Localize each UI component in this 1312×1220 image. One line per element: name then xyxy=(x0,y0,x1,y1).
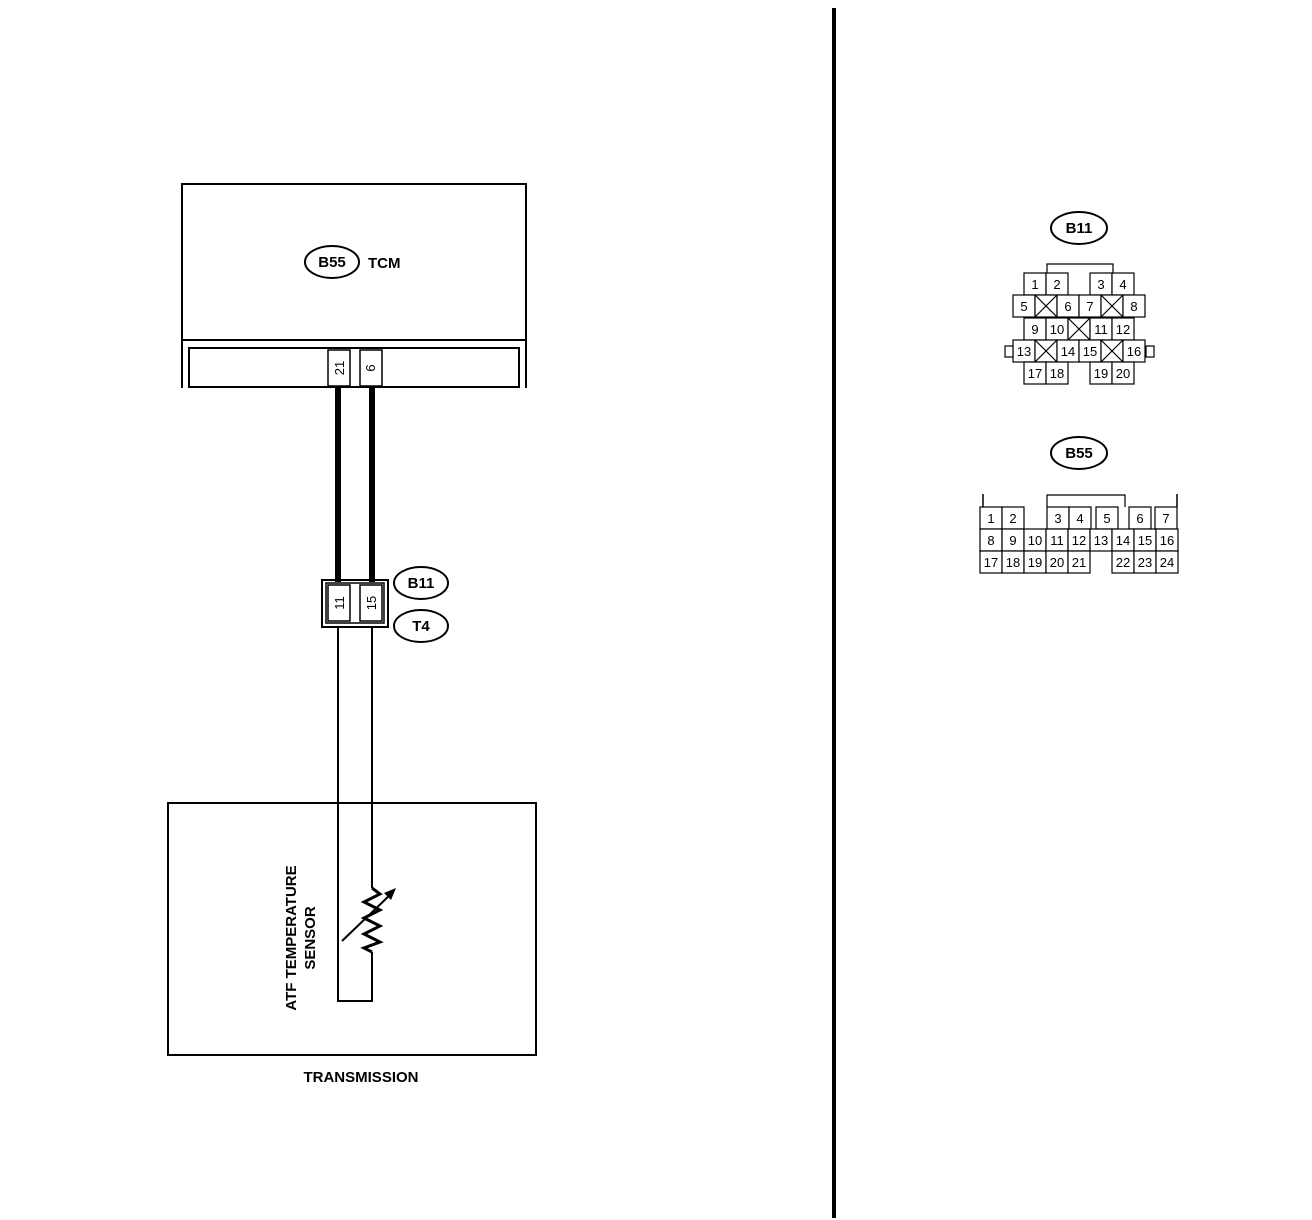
b55-face-pin-18: 18 xyxy=(1006,555,1020,570)
tcm-pin-9-cell xyxy=(359,349,383,387)
b55-face-pin-19: 19 xyxy=(1028,555,1042,570)
sensor-label-line2: SENSOR xyxy=(302,906,319,970)
b55-face-pin-24-cell xyxy=(1155,550,1179,574)
tcm-pin-21: 21 xyxy=(332,361,347,375)
b11-face-pin-2: 2 xyxy=(1053,277,1060,292)
b11-tag-text: B11 xyxy=(408,575,435,592)
b11-face-pin-18: 18 xyxy=(1050,366,1064,381)
b55-face-tag-text: B55 xyxy=(1065,445,1093,462)
b55-face-pin-17: 17 xyxy=(984,555,998,570)
b11-face-pin-6: 6 xyxy=(1064,299,1071,314)
harness-connector: 11 15 B11 T4 xyxy=(321,566,449,643)
b55-face-pin-12: 12 xyxy=(1072,533,1086,548)
t4-tag-text: T4 xyxy=(412,618,430,635)
thermistor-arrow-head xyxy=(384,888,396,900)
b11-face-pin-8-cell xyxy=(1122,294,1146,318)
b11-face-pin-18-cell xyxy=(1045,361,1069,385)
b11-face-pin-3: 3 xyxy=(1097,277,1104,292)
b11-face-pin-blank-1-4-blank-mark xyxy=(1100,294,1124,318)
harness-connector-outer xyxy=(321,579,389,628)
b55-face-pin-14: 14 xyxy=(1116,533,1130,548)
b11-face-pin-16: 16 xyxy=(1127,344,1141,359)
b55-face-pin-9: 9 xyxy=(1009,533,1016,548)
tcm-pin-21-cell xyxy=(327,349,351,387)
harness-connector-inner xyxy=(325,582,385,624)
b11-face-pin-19: 19 xyxy=(1094,366,1108,381)
b55-face-pin-2: 2 xyxy=(1009,511,1016,526)
b11-face-latch-right xyxy=(1145,345,1155,358)
b55-face-pin-3: 3 xyxy=(1054,511,1061,526)
b11-face-pin-15: 15 xyxy=(1083,344,1097,359)
b55-face-pin-4: 4 xyxy=(1076,511,1083,526)
t4-tag xyxy=(393,609,449,643)
b55-face-pin-16: 16 xyxy=(1160,533,1174,548)
b11-face-pin-blank-2-2-blank-mark xyxy=(1067,317,1091,341)
transmission-label: TRANSMISSION xyxy=(303,1069,418,1086)
transmission-box xyxy=(167,802,537,1056)
tcm-unit: B55 TCM 21 9 xyxy=(181,183,527,388)
b11-face-tag-text: B11 xyxy=(1066,220,1093,237)
b55-face-pin-15: 15 xyxy=(1138,533,1152,548)
b55-face-pin-20: 20 xyxy=(1050,555,1064,570)
b55-face-pin-21: 21 xyxy=(1072,555,1086,570)
b11-face-pin-blank-3-1-blank-mark xyxy=(1034,339,1058,363)
b55-face-pin-21-cell xyxy=(1067,550,1091,574)
b11-face-pin-7: 7 xyxy=(1086,299,1093,314)
b55-face-pin-7: 7 xyxy=(1162,511,1169,526)
b55-face-pin-1: 1 xyxy=(987,511,994,526)
thermistor-arrow-shaft xyxy=(341,892,393,942)
harness-pin-11: 11 xyxy=(332,596,347,610)
tcm-connector-tag-text: B55 xyxy=(318,254,346,271)
b55-face-pin-11: 11 xyxy=(1050,533,1064,548)
b11-face-pin-10: 10 xyxy=(1050,322,1064,337)
tcm-label: TCM xyxy=(368,255,401,272)
b55-face-pin-5: 5 xyxy=(1103,511,1110,526)
b11-face-pin-17: 17 xyxy=(1028,366,1042,381)
harness-pin-15: 15 xyxy=(364,596,379,610)
tcm-pin-9: 9 xyxy=(363,364,378,371)
b55-face-pin-6: 6 xyxy=(1136,511,1143,526)
b11-face-pin-13: 13 xyxy=(1017,344,1031,359)
tcm-connector-strip xyxy=(188,347,520,388)
b11-face-pin-4: 4 xyxy=(1119,277,1126,292)
b11-face-pin-14: 14 xyxy=(1061,344,1075,359)
b55-face-pin-8: 8 xyxy=(987,533,994,548)
b11-face-pin-blank-3-4-blank-mark xyxy=(1100,339,1124,363)
b55-face-tag xyxy=(1050,436,1108,470)
b11-face-pin-5: 5 xyxy=(1020,299,1027,314)
b55-face-lock xyxy=(1046,494,1126,507)
b11-face-pin-20: 20 xyxy=(1116,366,1130,381)
b11-tag xyxy=(393,566,449,600)
b11-face-latch-left xyxy=(1004,345,1014,358)
b11-face-pin-8: 8 xyxy=(1130,299,1137,314)
b11-face-pin-blank-1-1-blank-mark xyxy=(1034,294,1058,318)
thermistor-zigzag xyxy=(360,886,384,954)
b11-face-pin-11: 11 xyxy=(1094,322,1108,337)
b11-face-pin-9: 9 xyxy=(1031,322,1038,337)
b55-face-pin-10: 10 xyxy=(1028,533,1042,548)
tcm-body xyxy=(181,183,527,341)
b11-face-pin-12: 12 xyxy=(1116,322,1130,337)
b55-face-pin-23: 23 xyxy=(1138,555,1152,570)
harness-pin-15-cell xyxy=(359,584,383,622)
harness-pin-11-cell xyxy=(327,584,351,622)
wire-sensor-left xyxy=(337,627,373,1002)
b55-face-pin-13: 13 xyxy=(1094,533,1108,548)
b55-face-pin-22: 22 xyxy=(1116,555,1130,570)
tcm-connector-tag xyxy=(304,245,360,279)
b55-face-pin-24: 24 xyxy=(1160,555,1174,570)
sensor-label-line1: ATF TEMPERATURE xyxy=(283,865,300,1010)
b11-face-lock xyxy=(1046,263,1114,273)
b11-face-pin-1: 1 xyxy=(1031,277,1038,292)
b11-face-tag xyxy=(1050,211,1108,245)
thermistor-symbol xyxy=(341,886,396,954)
b11-face-pin-20-cell xyxy=(1111,361,1135,385)
